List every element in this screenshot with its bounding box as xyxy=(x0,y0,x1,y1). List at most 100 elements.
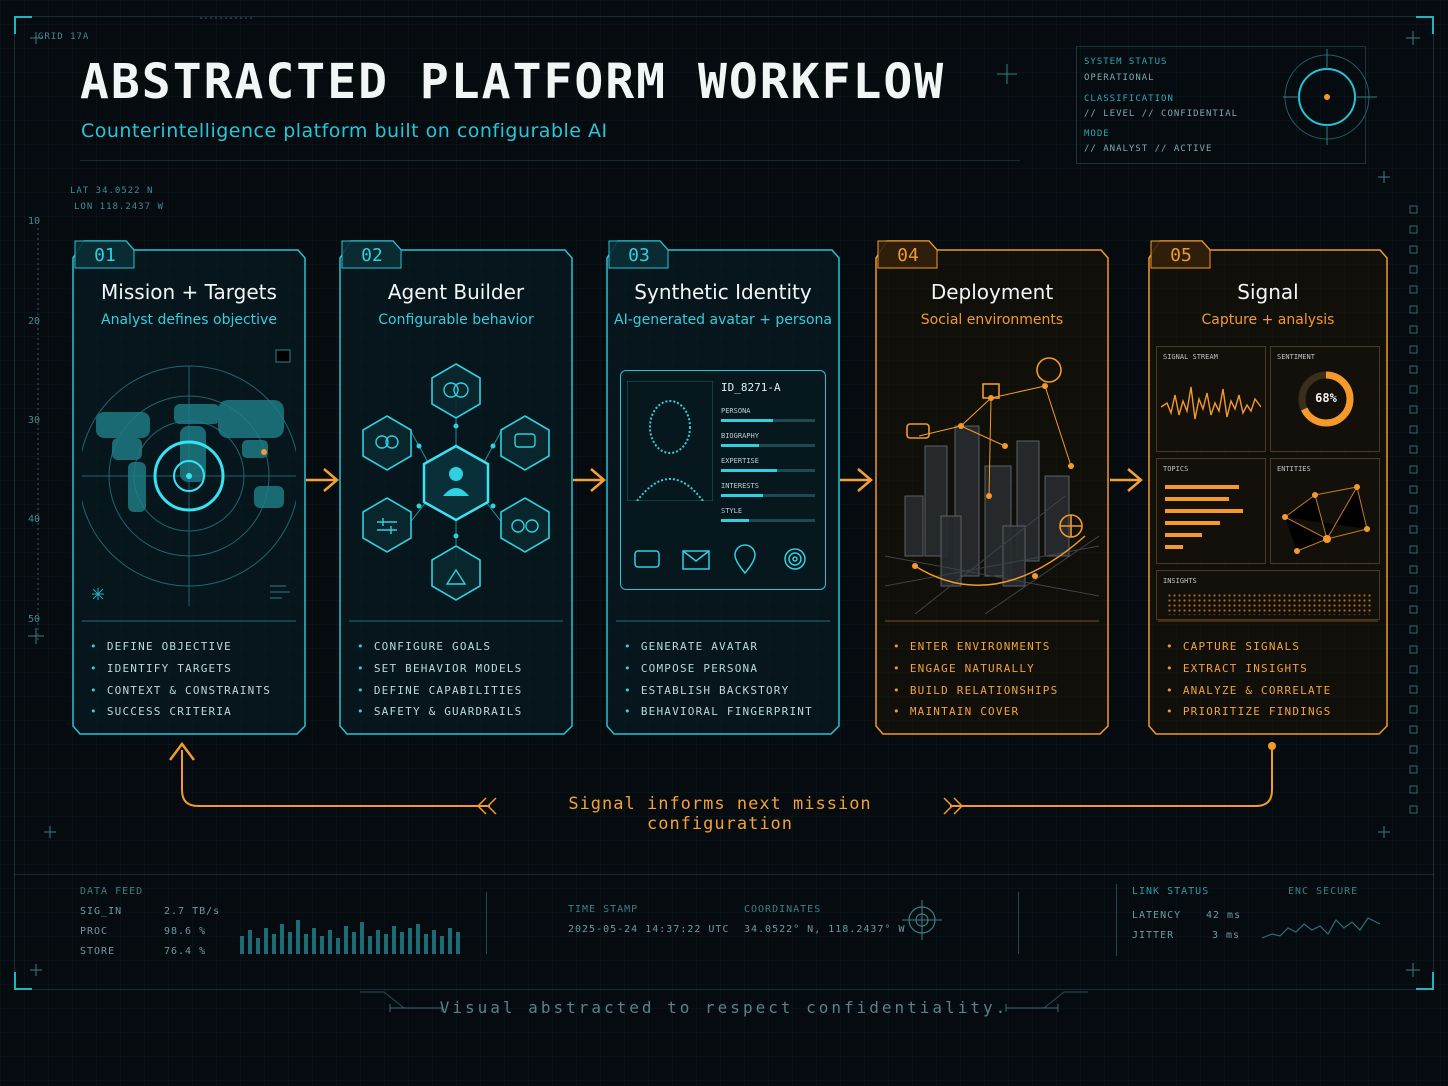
panel-label: SENTIMENT xyxy=(1277,353,1315,361)
link-key: JITTER xyxy=(1132,930,1175,941)
grid-tag: GRID 17A xyxy=(38,32,90,42)
mode-value: // ANALYST // ACTIVE xyxy=(1084,144,1213,154)
identity-field-label: BIOGRAPHY xyxy=(721,432,759,440)
classification-label: CLASSIFICATION xyxy=(1084,94,1174,104)
step-bullets: DEFINE OBJECTIVE IDENTIFY TARGETS CONTEX… xyxy=(90,636,271,723)
panel-label: ENTITIES xyxy=(1277,465,1311,473)
disclaimer-frame xyxy=(360,991,1088,1012)
identity-id: ID_8271-A xyxy=(721,381,781,394)
latitude-readout: LAT 34.0522 N xyxy=(70,186,154,196)
contact-icons xyxy=(634,544,806,575)
link-value: 3 ms xyxy=(1212,930,1241,941)
step-card-synthetic-identity[interactable]: 03 Synthetic Identity AI-generated avata… xyxy=(604,236,842,738)
bullet-item: SUCCESS CRITERIA xyxy=(90,701,271,723)
waveform-icon xyxy=(1161,386,1261,420)
sentiment-value: 68% xyxy=(1315,391,1337,405)
topic-bar xyxy=(1165,497,1230,501)
bullet-item: IDENTIFY TARGETS xyxy=(90,658,271,680)
feed-value: 76.4 % xyxy=(164,946,207,957)
outer-frame xyxy=(14,16,1434,990)
location-pin-icon xyxy=(734,544,756,575)
side-ticks xyxy=(1409,205,1418,814)
data-feed-label: DATA FEED xyxy=(80,886,144,897)
step-number: 02 xyxy=(361,245,383,266)
mail-icon xyxy=(682,550,710,570)
identity-field-label: PERSONA xyxy=(721,407,751,415)
identity-field-fill xyxy=(721,469,778,472)
feedback-loop-label: Signal informs next mission configuratio… xyxy=(568,794,872,834)
identity-field-fill xyxy=(721,494,764,497)
panel-label: TOPICS xyxy=(1163,465,1189,473)
identity-field: PERSONA xyxy=(721,407,815,432)
bullet-item: PRIORITIZE FINDINGS xyxy=(1166,701,1331,723)
chat-icon xyxy=(634,550,660,568)
bullet-item: CONFIGURE GOALS xyxy=(357,636,522,658)
city-network-icon xyxy=(885,357,1099,614)
signal-stream-panel: SIGNAL STREAM xyxy=(1156,346,1266,452)
link-value: 42 ms xyxy=(1206,910,1242,921)
identity-field-label: EXPERTISE xyxy=(721,457,759,465)
identity-field-bar xyxy=(721,419,815,422)
feed-bars-icon xyxy=(240,920,460,954)
link-key: LATENCY xyxy=(1132,910,1182,921)
bullet-item: DEFINE OBJECTIVE xyxy=(90,636,271,658)
confidentiality-disclaimer: Visual abstracted to respect confidentia… xyxy=(439,998,1009,1017)
title-divider xyxy=(80,160,1020,161)
page-subtitle: Counterintelligence platform built on co… xyxy=(81,120,608,142)
corner-bracket xyxy=(14,16,32,34)
step-bullets: ENTER ENVIRONMENTS ENGAGE NATURALLY BUIL… xyxy=(893,636,1058,723)
step-card-mission[interactable]: 01 Mission + Targets Analyst defines obj… xyxy=(70,236,308,738)
feed-value: 98.6 % xyxy=(164,926,207,937)
bullet-item: EXTRACT INSIGHTS xyxy=(1166,658,1331,680)
hexagon-agent-network-icon xyxy=(362,363,550,601)
step-card-agent-builder[interactable]: 02 Agent Builder Configurable behavior xyxy=(337,236,575,738)
bullet-item: CONTEXT & CONSTRAINTS xyxy=(90,680,271,702)
step-number: 01 xyxy=(94,245,116,266)
step-card-signal[interactable]: 05 Signal Capture + analysis SIGNAL STRE… xyxy=(1146,236,1390,738)
insight-dots xyxy=(1167,593,1371,615)
ruler-label: 30 xyxy=(28,415,41,426)
step-bullets: CAPTURE SIGNALS EXTRACT INSIGHTS ANALYZE… xyxy=(1166,636,1331,723)
identity-field-bar xyxy=(721,469,815,472)
identity-field: BIOGRAPHY xyxy=(721,432,815,457)
system-status-label: SYSTEM STATUS xyxy=(1084,57,1168,67)
identity-field: STYLE xyxy=(721,507,815,532)
arrow-right-icon xyxy=(840,468,873,492)
step-subtitle: Capture + analysis xyxy=(1201,312,1335,328)
topic-bar xyxy=(1165,545,1184,549)
fingerprint-icon xyxy=(784,548,806,570)
step-subtitle: AI-generated avatar + persona xyxy=(614,312,832,328)
feed-value: 2.7 TB/s xyxy=(164,906,221,917)
identity-field-bar xyxy=(721,444,815,447)
footer-divider xyxy=(14,874,1434,875)
ruler-label: 40 xyxy=(28,514,41,525)
bullet-item: DEFINE CAPABILITIES xyxy=(357,680,522,702)
step-subtitle: Analyst defines objective xyxy=(101,312,277,328)
step-subtitle: Social environments xyxy=(920,312,1064,328)
feed-key: PROC xyxy=(80,926,109,937)
bullet-item: ESTABLISH BACKSTORY xyxy=(624,680,813,702)
feed-key: STORE xyxy=(80,946,116,957)
arrow-right-icon xyxy=(306,468,339,492)
corner-bracket xyxy=(14,972,32,990)
step-card-deployment[interactable]: 04 Deployment Social environments ENTER … xyxy=(873,236,1111,738)
step-title: Deployment xyxy=(930,280,1054,304)
time-stamp-value: 2025-05-24 14:37:22 UTC xyxy=(568,924,730,935)
step-title: Mission + Targets xyxy=(101,280,277,304)
target-reticle-icon xyxy=(1283,49,1377,145)
bullet-item: MAINTAIN COVER xyxy=(893,701,1058,723)
topic-bar xyxy=(1165,485,1239,489)
identity-field-bar xyxy=(721,494,815,497)
ruler-label: 50 xyxy=(28,614,41,625)
corner-bracket xyxy=(1416,16,1434,34)
system-status-value: OPERATIONAL xyxy=(1084,73,1155,83)
panel-label: SIGNAL STREAM xyxy=(1163,353,1218,361)
bullet-item: ENTER ENVIRONMENTS xyxy=(893,636,1058,658)
crosshair-icon xyxy=(902,900,942,940)
insights-panel: INSIGHTS xyxy=(1156,570,1380,620)
corner-bracket xyxy=(1416,972,1434,990)
step-bullets: GENERATE AVATAR COMPOSE PERSONA ESTABLIS… xyxy=(624,636,813,723)
topics-panel: TOPICS xyxy=(1156,458,1266,564)
